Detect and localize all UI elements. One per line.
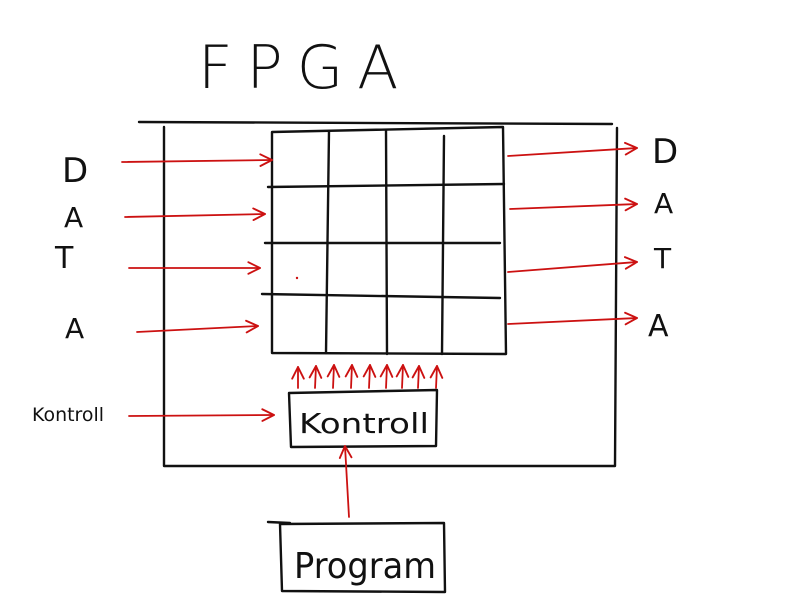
logic-grid-outer-border xyxy=(270,125,508,356)
output-arrows xyxy=(507,141,638,326)
logic-grid-row-line xyxy=(260,292,502,300)
control-input-arrow xyxy=(128,408,275,422)
control-block-border xyxy=(287,388,439,449)
fpga-chip-boundary xyxy=(137,120,619,468)
grid-dot xyxy=(295,276,299,280)
input-arrow xyxy=(124,207,266,222)
logic-grid-col-line xyxy=(384,128,389,356)
logic-grid xyxy=(260,125,508,356)
output-letter: A xyxy=(648,309,669,344)
output-arrow xyxy=(507,141,638,157)
program-to-control-arrow xyxy=(338,445,353,518)
input-arrow xyxy=(136,319,259,334)
output-arrow xyxy=(507,311,638,326)
output-data-letters: D A T A xyxy=(648,132,678,344)
control-block-label: Kontroll xyxy=(299,407,429,440)
input-arrow xyxy=(121,153,273,167)
output-letter: A xyxy=(654,187,673,220)
input-data-letters: D A T A xyxy=(54,151,88,345)
config-arrow xyxy=(395,364,410,389)
program-block: Program xyxy=(266,520,447,594)
input-letter: T xyxy=(54,241,74,276)
config-arrow xyxy=(411,365,426,389)
logic-grid-col-line xyxy=(324,129,331,355)
input-letter: D xyxy=(62,151,88,191)
output-arrow xyxy=(509,197,638,212)
config-arrow xyxy=(362,364,377,389)
config-arrow xyxy=(379,364,394,389)
output-letter: T xyxy=(653,242,672,275)
logic-grid-col-line xyxy=(440,134,446,356)
config-arrow xyxy=(429,365,444,389)
output-letter: D xyxy=(652,132,678,172)
config-arrow xyxy=(308,365,323,389)
program-block-label: Program xyxy=(294,546,436,587)
config-arrow xyxy=(344,364,359,389)
input-letter: A xyxy=(64,201,83,234)
diagram-title: FPGA xyxy=(198,33,412,103)
input-control-label: Kontroll xyxy=(32,404,104,426)
config-arrow xyxy=(326,364,341,389)
output-arrow xyxy=(507,256,638,273)
input-letter: A xyxy=(65,312,84,345)
control-block: Kontroll xyxy=(287,388,439,449)
input-arrows xyxy=(121,153,275,422)
program-block-border xyxy=(266,520,447,594)
configuration-arrows xyxy=(291,364,444,389)
